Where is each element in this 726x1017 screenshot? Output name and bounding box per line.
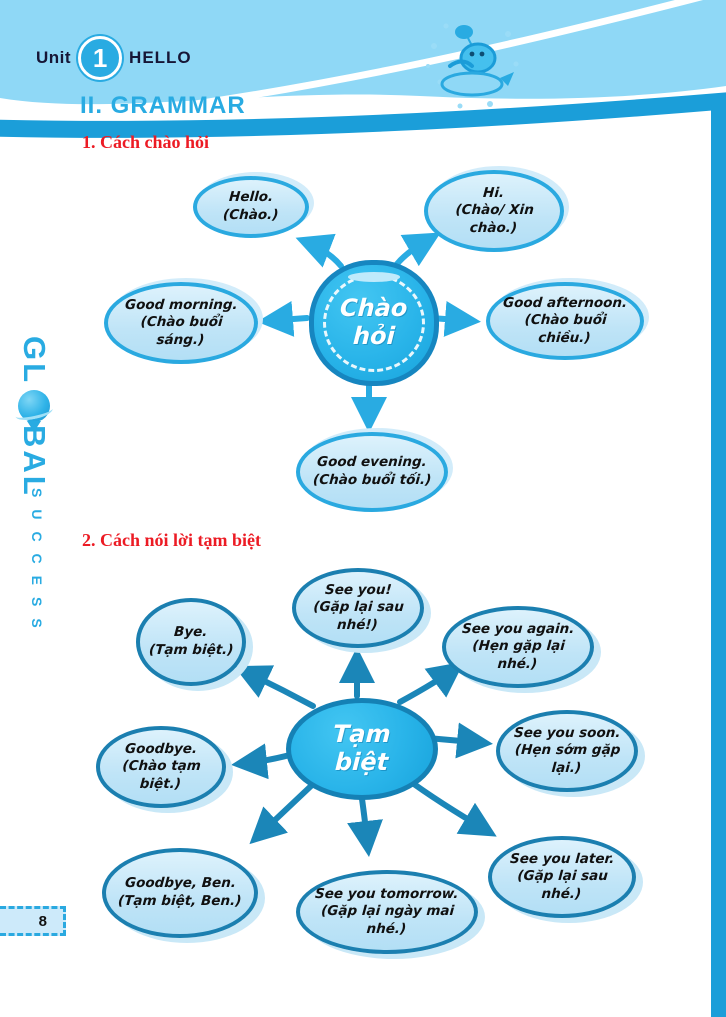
bubble-text-vi: (Hẹn gặp lại nhé.) (471, 638, 566, 672)
center-text-line2: biệt (334, 748, 390, 776)
subsection-greetings-title: 1. Cách chào hỏi (82, 132, 210, 152)
bubble-text-vi: (Chào/ Xin chào.) (454, 202, 535, 236)
bubble-text-en: See you tomorrow. (314, 885, 460, 902)
global-brand-logo: GL BAL (14, 336, 54, 498)
bubble-goodbye: Goodbye. (Chào tạm biệt.) (96, 726, 226, 808)
bubble-text-en: See you later. (509, 850, 615, 867)
bubble-text-vi: (Hẹn sớm gặp lại.) (514, 742, 621, 776)
bubble-good-afternoon: Good afternoon. (Chào buổi chiều.) (486, 282, 644, 360)
bubble-text-vi: (Chào buổi chiều.) (524, 312, 608, 346)
bubble-text-en: Hi. (482, 184, 506, 201)
center-text-line1: Tạm (332, 720, 392, 749)
bubble-text-en: See you! (324, 581, 392, 598)
globe-swoosh (14, 402, 54, 423)
right-edge-bar (711, 96, 726, 1017)
bubble-text-vi: (Gặp lại ngày mai nhé.) (320, 903, 455, 937)
center-text-line1: Chào (339, 294, 409, 323)
bubble-text-en: Good afternoon. (502, 294, 628, 311)
bubble-text-en: Bye. (173, 624, 209, 641)
page-number: 8 (38, 912, 47, 930)
bubble-text-en: Good evening. (316, 454, 428, 471)
bubble-text-vi: (Tạm biệt.) (148, 642, 234, 658)
bubble-see-you-soon: See you soon. (Hẹn sớm gặp lại.) (496, 710, 638, 792)
mascot-surfer-icon (426, 23, 519, 109)
bubble-good-morning: Good morning. (Chào buổi sáng.) (104, 282, 258, 364)
bubble-good-evening: Good evening. (Chào buổi tối.) (296, 432, 448, 512)
unit-label: Unit (36, 48, 72, 67)
bubble-text-vi: (Gặp lại sau nhé.) (516, 868, 609, 902)
bubble-text-en: See you soon. (513, 724, 621, 741)
bubble-bye: Bye. (Tạm biệt.) (136, 598, 246, 686)
bubble-text-vi: (Chào buổi sáng.) (140, 314, 224, 348)
unit-badge: Unit 1 HELLO (36, 36, 192, 80)
bubble-goodbye-ben: Goodbye, Ben. (Tạm biệt, Ben.) (102, 848, 258, 938)
section-title-grammar: II. GRAMMAR (80, 92, 246, 119)
bubble-text-en: Goodbye, Ben. (124, 875, 237, 892)
bubble-text-vi: (Chào buổi tối.) (312, 472, 432, 488)
bubble-see-you: See you! (Gặp lại sau nhé!) (292, 568, 424, 648)
unit-title: HELLO (129, 48, 192, 67)
bubble-hello: Hello. (Chào.) (193, 176, 309, 238)
header-wave-graphic (0, 0, 726, 138)
brand-text-top: GL (17, 336, 52, 386)
bubble-text-en: See you again. (461, 620, 575, 637)
bubble-see-you-again: See you again. (Hẹn gặp lại nhé.) (442, 606, 594, 688)
unit-number-circle: 1 (78, 36, 123, 80)
bubble-see-you-later: See you later. (Gặp lại sau nhé.) (488, 836, 636, 918)
bubble-hi: Hi. (Chào/ Xin chào.) (424, 170, 564, 252)
page-number-box: 8 (0, 906, 66, 936)
bubble-text-en: Hello. (228, 189, 274, 206)
bubble-text-vi: (Chào.) (222, 207, 280, 223)
bubble-text-en: Goodbye. (124, 740, 198, 757)
brand-text-bottom: BAL (17, 425, 52, 498)
bubble-text-vi: (Gặp lại sau nhé!) (312, 599, 405, 633)
subsection-farewells-title: 2. Cách nói lời tạm biệt (82, 530, 261, 550)
mindmap-center-greetings: Chào hỏi (309, 260, 439, 386)
bubble-text-vi: (Chào tạm biệt.) (121, 758, 202, 792)
center-text-line2: hỏi (352, 322, 396, 350)
bubble-text-en: Good morning. (124, 296, 238, 313)
bubble-text-vi: (Tạm biệt, Ben.) (117, 893, 243, 909)
brand-subtext-success: SUCCESS (29, 488, 45, 640)
bubble-see-you-tomorrow: See you tomorrow. (Gặp lại ngày mai nhé.… (296, 870, 478, 954)
mindmap-center-farewells: Tạm biệt (286, 698, 438, 800)
globe-icon (14, 390, 54, 433)
center-shine (347, 272, 401, 282)
